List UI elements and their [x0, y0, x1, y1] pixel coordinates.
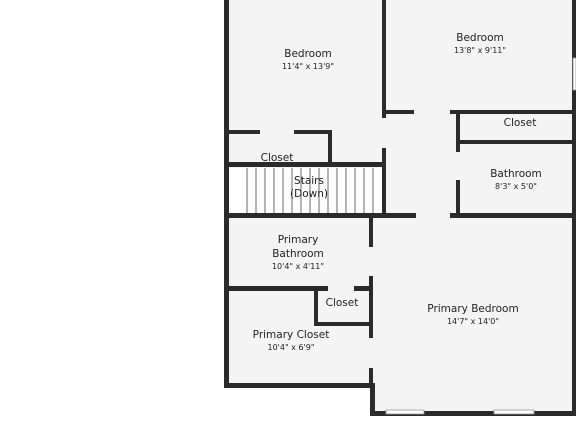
primary-bedroom-dims: 14'7" x 14'0": [447, 317, 499, 326]
wall: [224, 130, 260, 134]
wall: [354, 286, 373, 291]
primary-bathroom-name-line2: Bathroom: [272, 248, 324, 260]
bedroom-left-name: Bedroom: [284, 48, 332, 60]
wall: [382, 148, 386, 166]
wall: [369, 368, 373, 388]
stairs-name-line2: (Down): [290, 188, 328, 200]
wall: [224, 286, 328, 291]
bedroom-right-dims: 13'8" x 9'11": [454, 46, 506, 55]
floor-areas: [224, 0, 576, 413]
window: [572, 57, 576, 91]
primary-bedroom-name: Primary Bedroom: [427, 303, 518, 315]
wall: [370, 383, 375, 416]
wall: [224, 213, 416, 218]
floor-fill: [224, 0, 576, 413]
wall: [456, 140, 460, 152]
room-labels: Bedroom 11'4" x 13'9" Bedroom 13'8" x 9'…: [253, 32, 542, 352]
primary-bathroom-dims: 10'4" x 4'11": [272, 262, 324, 271]
wall: [382, 162, 386, 218]
closet-left-name: Closet: [261, 152, 294, 164]
wall: [369, 213, 373, 247]
wall: [328, 130, 332, 166]
wall: [314, 322, 373, 326]
bathroom-name: Bathroom: [490, 168, 542, 180]
stair-treads: [229, 168, 384, 213]
stair-area: [229, 168, 384, 213]
wall: [224, 162, 386, 167]
wall: [314, 286, 318, 326]
wall: [572, 0, 576, 416]
wall: [370, 411, 576, 416]
primary-closet-dims: 10'4" x 6'9": [267, 343, 314, 352]
bedroom-left-dims: 11'4" x 13'9": [282, 62, 334, 71]
wall: [369, 276, 373, 338]
wall: [382, 0, 386, 118]
wall: [450, 110, 576, 114]
wall: [224, 383, 375, 388]
primary-closet-name: Primary Closet: [253, 329, 330, 341]
wall: [294, 130, 332, 134]
wall: [382, 110, 414, 114]
wall: [450, 213, 576, 218]
closet-middle-name: Closet: [326, 297, 359, 309]
walls: [224, 0, 576, 416]
stairs-name-line1: Stairs: [294, 175, 324, 187]
closet-right-name: Closet: [504, 117, 537, 129]
wall: [456, 140, 576, 144]
wall: [456, 110, 460, 144]
window: [385, 409, 425, 415]
windows: [385, 57, 576, 415]
primary-bathroom-name-line1: Primary: [278, 234, 319, 246]
window: [493, 409, 535, 415]
wall: [456, 180, 460, 218]
bathroom-dims: 8'3" x 5'0": [495, 182, 537, 191]
bedroom-right-name: Bedroom: [456, 32, 504, 44]
wall: [224, 0, 229, 388]
